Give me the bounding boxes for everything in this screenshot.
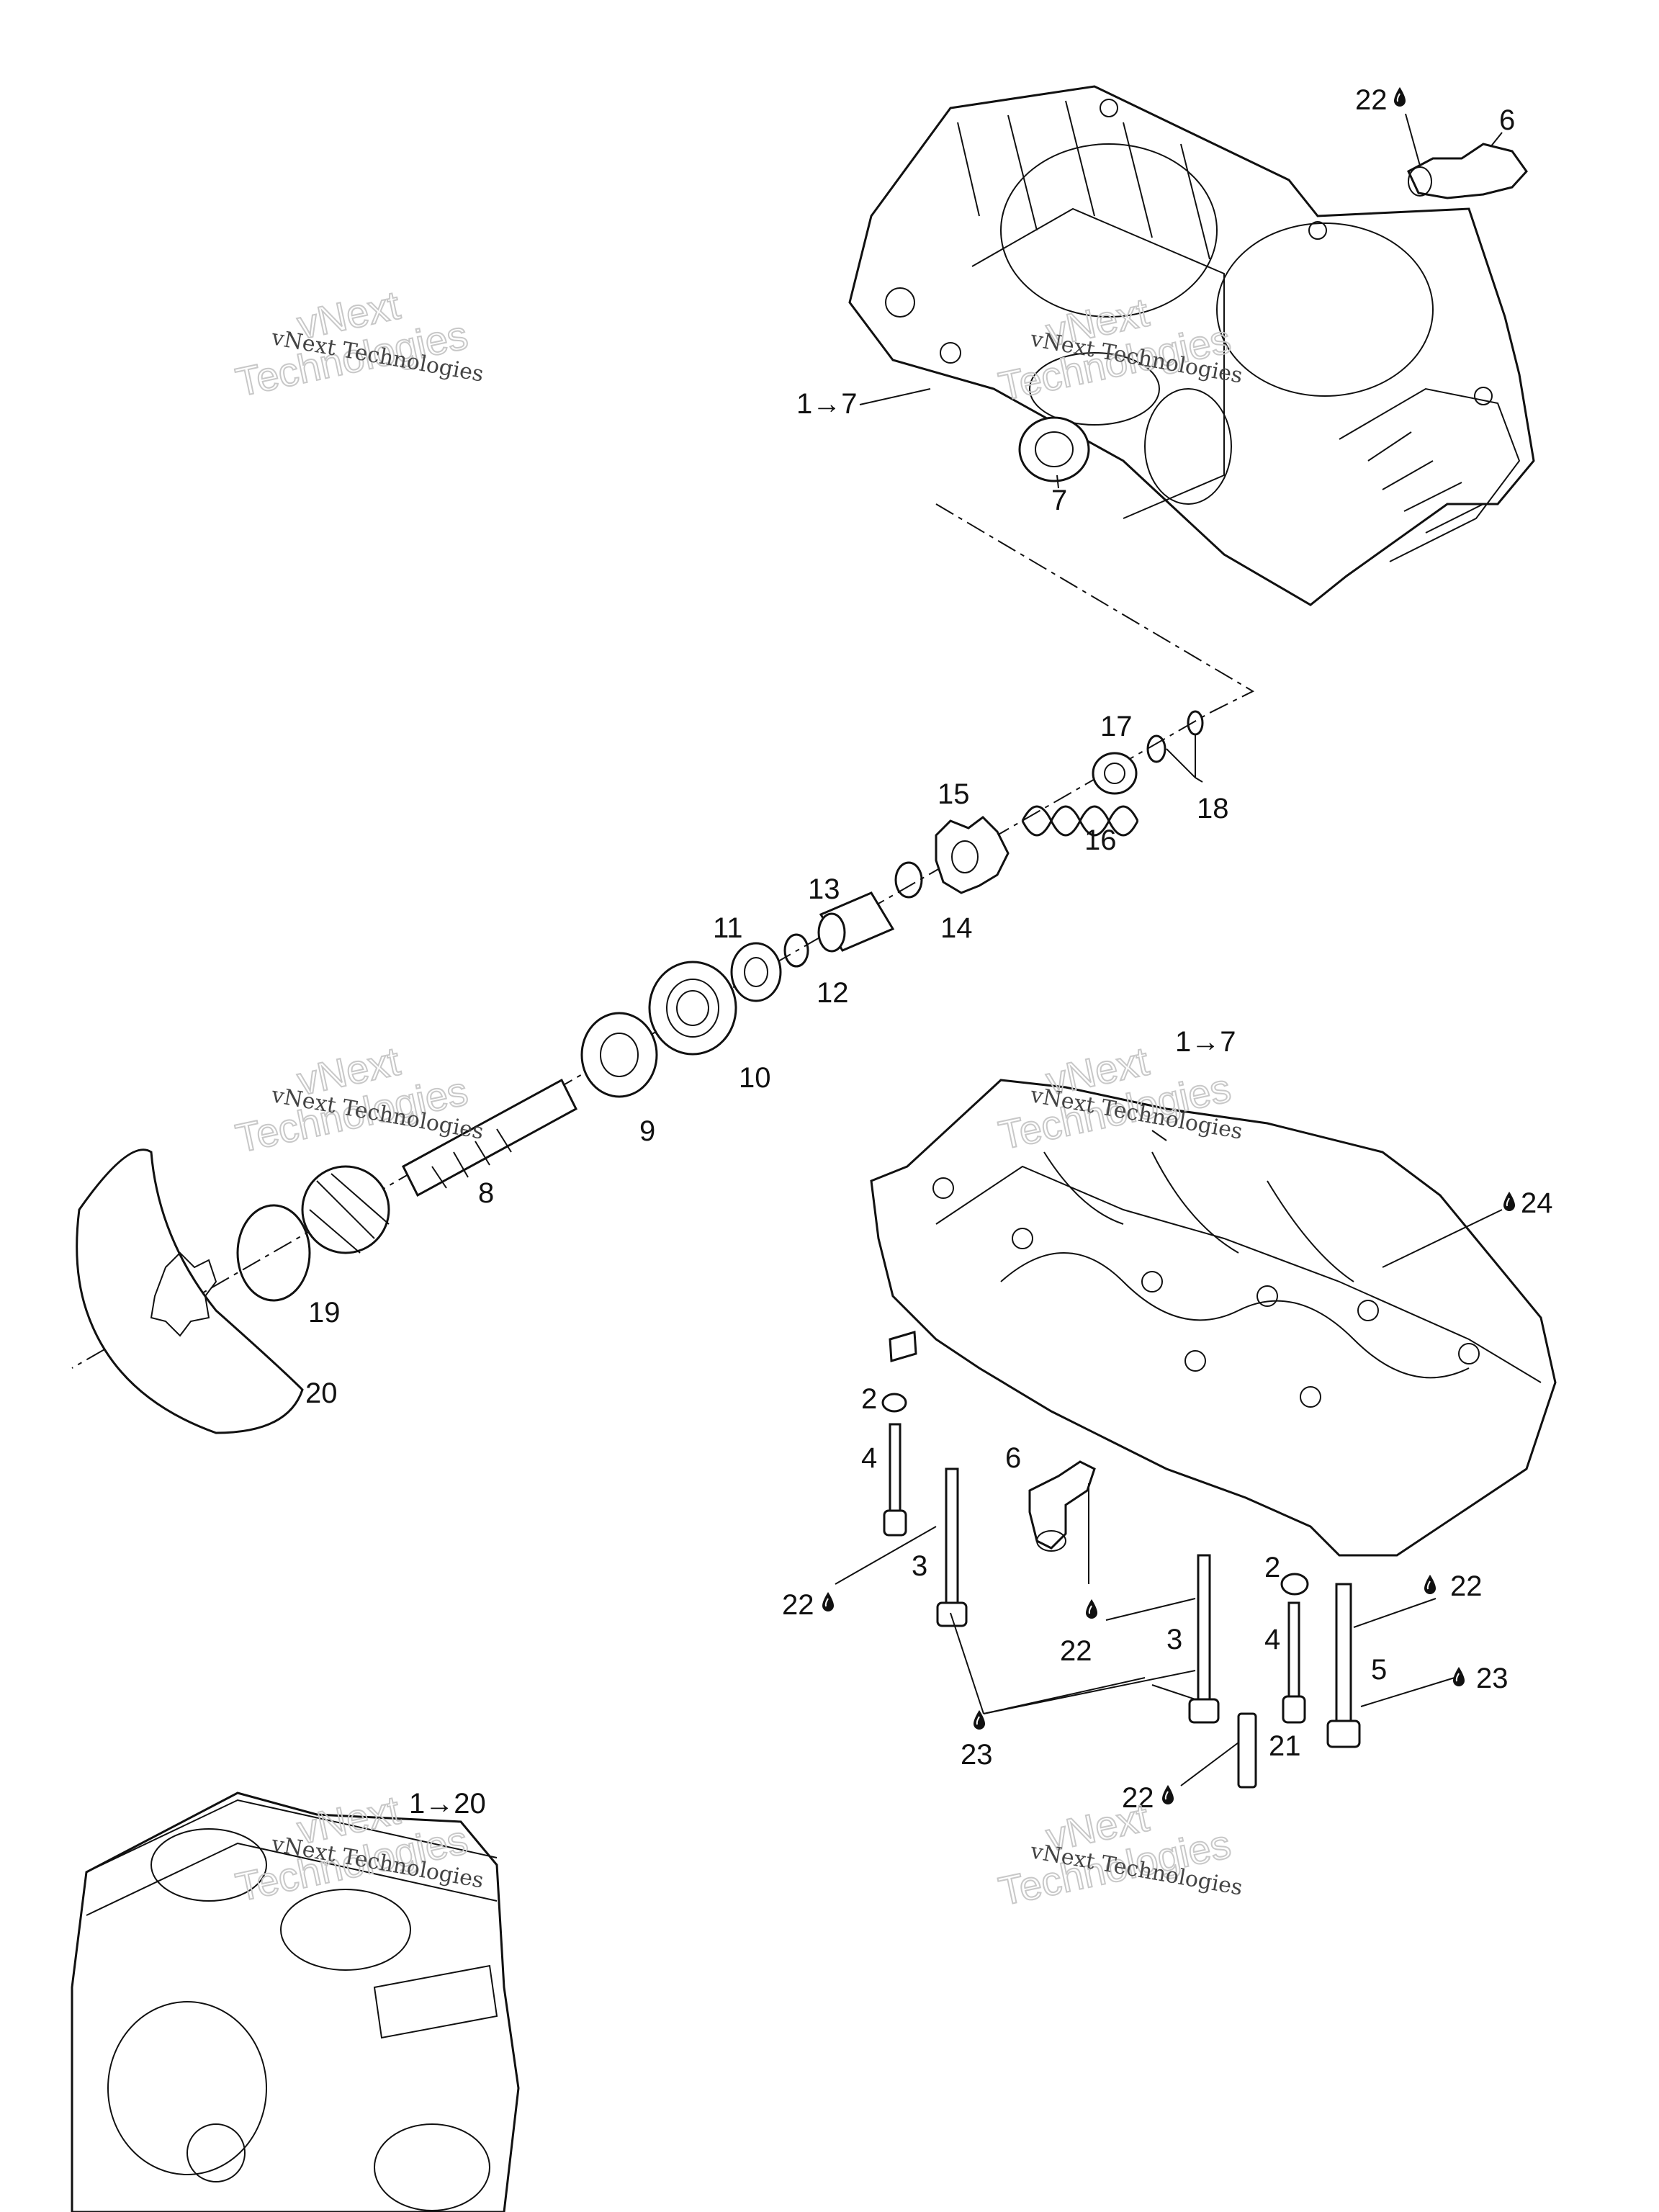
drive-shaft-8-drawing xyxy=(301,1078,577,1254)
retaining-ring-19-drawing xyxy=(236,1204,311,1302)
callout-6-mid: 6 xyxy=(1005,1442,1021,1474)
callout-15: 15 xyxy=(938,778,970,810)
callout-18: 18 xyxy=(1197,793,1229,824)
callout-2-left: 2 xyxy=(861,1383,877,1415)
adhesive-drop-icon xyxy=(1452,1666,1465,1687)
spring-16-drawing xyxy=(1021,805,1139,837)
callout-8: 8 xyxy=(478,1177,494,1209)
sleeve-13-drawing xyxy=(817,891,895,953)
callout-24: 24 xyxy=(1521,1187,1553,1219)
bolt-4-right-drawing xyxy=(1282,1601,1306,1724)
callout-4-right: 4 xyxy=(1264,1624,1280,1655)
callout-22-left: 22 xyxy=(782,1589,814,1621)
callout-11: 11 xyxy=(713,912,743,944)
adhesive-drop-icon xyxy=(1085,1599,1098,1619)
washer-2-left-drawing xyxy=(881,1393,907,1413)
callout-23-right: 23 xyxy=(1476,1663,1509,1694)
callout-21: 21 xyxy=(1269,1730,1301,1762)
clips-18-drawing xyxy=(1146,710,1204,763)
callout-17: 17 xyxy=(1100,711,1133,742)
bolt-4-left-drawing xyxy=(883,1423,907,1537)
callout-22-mid: 22 xyxy=(1060,1635,1092,1667)
callout-1to20: 1→20 xyxy=(409,1788,486,1820)
adhesive-drop-icon xyxy=(822,1591,835,1612)
upper-crankcase-drawing xyxy=(848,85,1535,606)
spacer-20-drawing xyxy=(76,1148,304,1434)
gear-15-drawing xyxy=(935,816,1010,894)
callout-9: 9 xyxy=(639,1115,655,1147)
callout-3-mid: 3 xyxy=(1166,1624,1182,1655)
callout-19: 19 xyxy=(308,1297,341,1328)
callout-labels: 22 6 1→7 7 17 18 15 16 13 14 11 12 10 9 … xyxy=(305,84,1553,1820)
ring-12-drawing xyxy=(783,933,809,968)
stud-3-mid-drawing xyxy=(1188,1554,1220,1724)
complete-engine-drawing xyxy=(71,1791,520,2212)
callout-3-left: 3 xyxy=(912,1550,927,1582)
callout-12: 12 xyxy=(817,977,849,1009)
lower-crankcase-drawing xyxy=(870,1079,1557,1557)
stud-5-drawing xyxy=(1326,1583,1361,1748)
adhesive-drop-icon xyxy=(1424,1574,1437,1595)
bearing-10-drawing xyxy=(648,961,737,1056)
callout-2-right: 2 xyxy=(1264,1552,1280,1583)
callout-22-right: 22 xyxy=(1450,1570,1483,1602)
callout-1to7-top: 1→7 xyxy=(796,388,858,420)
callout-4-left: 4 xyxy=(861,1442,877,1474)
cup-17-drawing xyxy=(1092,752,1138,795)
elbow-fitting-6-top-drawing xyxy=(1407,143,1528,199)
washer-2-right-drawing xyxy=(1280,1573,1309,1596)
bearing-7-drawing xyxy=(1018,416,1090,482)
callout-1to7-mid: 1→7 xyxy=(1175,1026,1236,1058)
stud-3-left-drawing xyxy=(936,1467,968,1627)
stud-21-drawing xyxy=(1237,1712,1257,1789)
callout-14: 14 xyxy=(940,912,973,944)
callout-22-top: 22 xyxy=(1355,84,1388,116)
callout-5: 5 xyxy=(1371,1654,1387,1686)
ring-14-drawing xyxy=(894,861,923,899)
callout-6-top: 6 xyxy=(1499,104,1515,136)
callout-16: 16 xyxy=(1084,824,1117,856)
callout-7: 7 xyxy=(1051,485,1067,516)
washer-11-drawing xyxy=(730,942,782,1002)
adhesive-drop-icon xyxy=(1393,86,1406,107)
adhesive-drop-icon xyxy=(1503,1191,1516,1212)
callout-23-left: 23 xyxy=(961,1739,993,1771)
callout-10: 10 xyxy=(739,1062,771,1094)
callout-22-bottom: 22 xyxy=(1122,1782,1154,1814)
adhesive-drop-icon xyxy=(1161,1784,1174,1805)
callout-13: 13 xyxy=(808,873,840,905)
leader-lines xyxy=(835,113,1503,1786)
elbow-fitting-6-mid-drawing xyxy=(1028,1460,1096,1552)
watermark: vNext Technologies vNext Technologies vN… xyxy=(231,281,1244,1915)
callout-20: 20 xyxy=(305,1377,338,1409)
seal-9-drawing xyxy=(580,1012,658,1098)
